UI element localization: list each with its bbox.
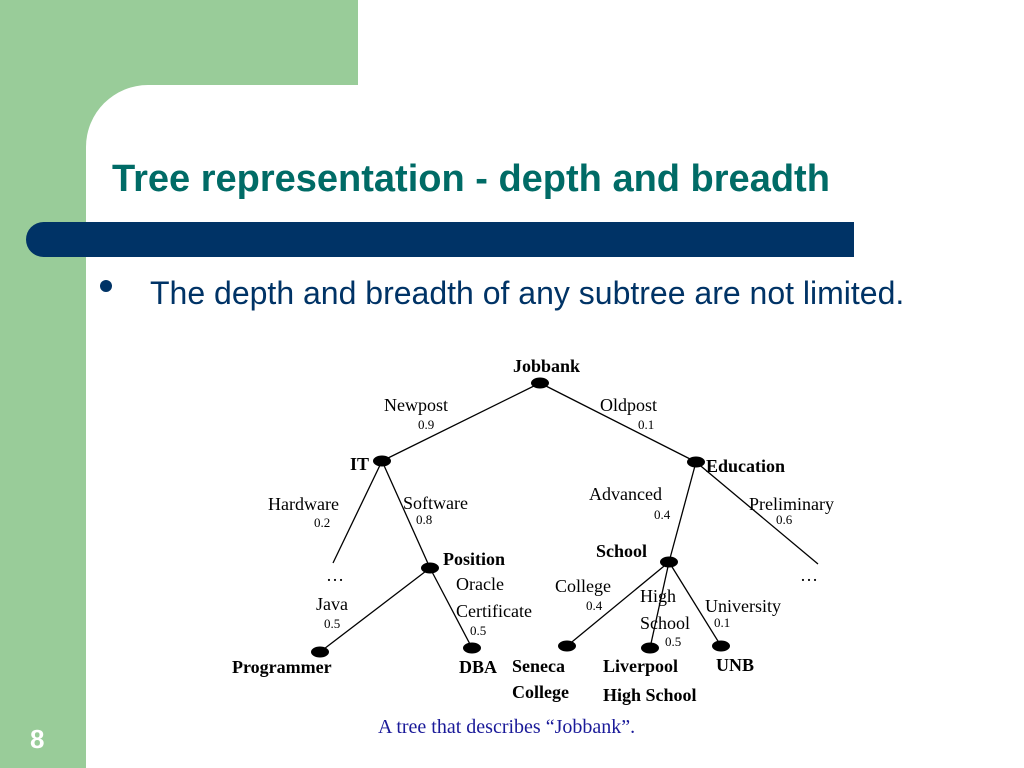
- ellipsis-left: …: [326, 565, 344, 585]
- edge-label-software: Software: [403, 493, 468, 513]
- edge-label-newpost: Newpost: [384, 395, 448, 415]
- tree-edges: [319, 382, 819, 653]
- node-dot-dba: [463, 642, 481, 654]
- edge-prob-advanced: 0.4: [654, 507, 671, 522]
- edge-prob-newpost: 0.9: [418, 417, 434, 432]
- bullet-text: The depth and breadth of any subtree are…: [150, 275, 905, 311]
- edge-label-college: College: [555, 576, 611, 596]
- node-label-jobbank: Jobbank: [513, 356, 580, 376]
- edge-prob-oracle: 0.5: [470, 623, 486, 638]
- edge-prob-highschool: 0.5: [665, 634, 681, 649]
- edge-education-preliminary: [695, 461, 819, 565]
- edge-label-java: Java: [316, 594, 348, 614]
- node-label-programmer: Programmer: [232, 657, 332, 677]
- edge-label-preliminary: Preliminary: [749, 494, 834, 514]
- edge-label-university: University: [705, 596, 781, 616]
- node-dot-programmer: [311, 646, 329, 658]
- edge-prob-university: 0.1: [714, 615, 730, 630]
- edge-label-oracle-line2: Certificate: [456, 601, 532, 621]
- node-dot-seneca: [558, 640, 576, 652]
- edge-position-programmer: [319, 567, 431, 653]
- edge-label-hardware: Hardware: [268, 494, 339, 514]
- node-label-unb: UNB: [716, 655, 754, 675]
- node-dot-liverpool: [641, 642, 659, 654]
- edge-prob-college: 0.4: [586, 598, 603, 613]
- node-label-dba: DBA: [459, 657, 497, 677]
- edge-school-seneca: [566, 561, 670, 647]
- node-label-position: Position: [443, 549, 505, 569]
- node-dot-position: [421, 562, 439, 574]
- content-panel: [86, 85, 1024, 768]
- node-label-it: IT: [350, 454, 369, 474]
- node-label-seneca-line1: Seneca: [512, 656, 565, 676]
- decor-green-left: [0, 0, 86, 768]
- edge-prob-software: 0.8: [416, 512, 432, 527]
- edge-education-school: [668, 461, 697, 563]
- edge-position-dba: [429, 567, 473, 649]
- edge-prob-java: 0.5: [324, 616, 340, 631]
- edge-it-position: [381, 460, 431, 569]
- ellipsis-right: …: [800, 565, 818, 585]
- node-dot-it: [373, 455, 391, 467]
- edge-school-liverpool: [649, 561, 670, 649]
- edge-prob-preliminary: 0.6: [776, 512, 793, 527]
- edge-label-oldpost: Oldpost: [600, 395, 657, 415]
- bullet-icon: [100, 280, 112, 292]
- node-label-liverpool-line1: Liverpool: [603, 656, 678, 676]
- edge-school-unb: [668, 561, 722, 647]
- slide-title: Tree representation - depth and breadth: [112, 158, 830, 200]
- edge-label-highschool-line1: High: [640, 586, 676, 606]
- slide-number: 8: [30, 724, 45, 754]
- tree-node-dots: [311, 377, 730, 658]
- edge-prob-hardware: 0.2: [314, 515, 330, 530]
- node-dot-school: [660, 556, 678, 568]
- edge-label-oracle-line1: Oracle: [456, 574, 504, 594]
- edge-it-hardware: [332, 460, 383, 564]
- node-label-seneca-line2: College: [512, 682, 569, 702]
- node-dot-education: [687, 456, 705, 468]
- edge-label-advanced: Advanced: [589, 484, 662, 504]
- node-label-education: Education: [706, 456, 785, 476]
- edge-jobbank-education: [539, 382, 697, 463]
- node-dot-unb: [712, 640, 730, 652]
- edge-label-highschool-line2: School: [640, 613, 690, 633]
- diagram-caption: A tree that describes “Jobbank”.: [378, 716, 636, 738]
- node-label-school: School: [596, 541, 647, 561]
- title-underline-bar: [26, 222, 854, 257]
- edge-jobbank-it: [381, 382, 541, 462]
- edge-prob-oldpost: 0.1: [638, 417, 654, 432]
- node-dot-jobbank: [531, 377, 549, 389]
- node-label-liverpool-line2: High School: [603, 685, 697, 705]
